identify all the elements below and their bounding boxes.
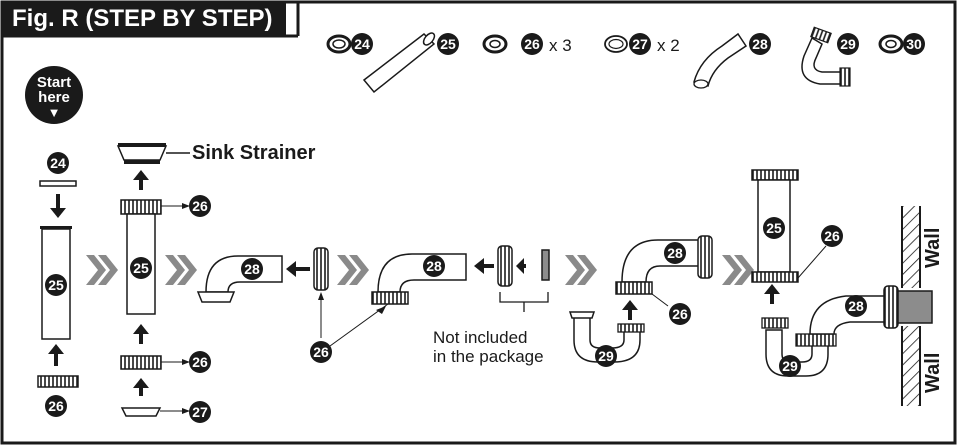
step2-assembly — [116, 143, 190, 417]
badge-s2-26-top: 26 — [189, 195, 211, 217]
badge-part-29: 29 — [837, 33, 859, 55]
svg-text:29: 29 — [840, 36, 856, 52]
start-line1: Start — [36, 74, 72, 91]
svg-text:26: 26 — [192, 354, 208, 370]
badge-part-28: 28 — [749, 33, 771, 55]
badge-s1-24: 24 — [47, 152, 69, 174]
badge-part-27: 27 — [629, 33, 651, 55]
start-line2: here — [38, 89, 70, 106]
badge-s1-26: 26 — [45, 395, 67, 417]
badge-s4-28: 28 — [423, 255, 445, 277]
wall-label-bottom: Wall — [922, 352, 944, 393]
wall-label-top: Wall — [922, 227, 944, 268]
part-26-icon — [482, 34, 508, 54]
svg-text:26: 26 — [48, 398, 64, 414]
badge-part-26: 26 — [521, 33, 543, 55]
svg-text:28: 28 — [426, 258, 442, 274]
badge-s1-25: 25 — [45, 274, 67, 296]
badge-part-25: 25 — [437, 33, 459, 55]
svg-text:29: 29 — [598, 348, 614, 364]
badge-s6-28: 28 — [845, 295, 867, 317]
badge-s2-27: 27 — [189, 401, 211, 423]
badge-s2-25: 25 — [130, 257, 152, 279]
sink-strainer-label: Sink Strainer — [192, 142, 316, 164]
part-28-icon — [693, 32, 748, 89]
step3-assembly — [196, 247, 329, 338]
step5-assembly — [568, 235, 713, 363]
badge-part-24: 24 — [351, 33, 373, 55]
badge-s6-29: 29 — [779, 355, 801, 377]
part-29-icon — [801, 26, 851, 87]
svg-text:26: 26 — [313, 344, 329, 360]
step-chevrons — [86, 255, 754, 285]
wall-graphic — [901, 206, 921, 406]
part-26-qty: x 3 — [549, 36, 572, 55]
svg-text:25: 25 — [48, 277, 64, 293]
part-24-icon — [326, 34, 352, 54]
svg-text:26: 26 — [824, 228, 840, 244]
part-30-icon — [878, 34, 904, 54]
badge-s5-26: 26 — [669, 303, 691, 325]
down-arrow-icon: ▼ — [47, 105, 61, 120]
part-27-qty: x 2 — [657, 36, 680, 55]
figure-title: Fig. R (STEP BY STEP) — [2, 2, 287, 36]
badge-s6-25: 25 — [763, 217, 785, 239]
badge-s2-26-mid: 26 — [189, 351, 211, 373]
svg-text:27: 27 — [632, 36, 648, 52]
badge-part-30: 30 — [903, 33, 925, 55]
part-25-icon — [362, 32, 436, 94]
badge-s6-26: 26 — [821, 225, 843, 247]
badge-s5-28: 28 — [664, 242, 686, 264]
svg-text:25: 25 — [766, 220, 782, 236]
svg-text:24: 24 — [50, 155, 66, 171]
svg-text:28: 28 — [752, 36, 768, 52]
svg-text:27: 27 — [192, 404, 208, 420]
start-here-badge: Start here ▼ — [25, 66, 83, 124]
svg-text:25: 25 — [133, 260, 149, 276]
svg-text:25: 25 — [440, 36, 456, 52]
svg-text:24: 24 — [354, 36, 370, 52]
svg-text:28: 28 — [244, 261, 260, 277]
badge-s3-28: 28 — [241, 258, 263, 280]
badge-s3-26: 26 — [310, 341, 332, 363]
not-included-note: Not included in the package — [433, 328, 544, 366]
svg-text:26: 26 — [192, 198, 208, 214]
svg-text:28: 28 — [848, 298, 864, 314]
svg-text:29: 29 — [782, 358, 798, 374]
svg-text:26: 26 — [672, 306, 688, 322]
svg-text:30: 30 — [906, 36, 922, 52]
badge-s5-29: 29 — [595, 345, 617, 367]
part-27-icon — [604, 35, 628, 53]
svg-text:28: 28 — [667, 245, 683, 261]
svg-text:26: 26 — [524, 36, 540, 52]
